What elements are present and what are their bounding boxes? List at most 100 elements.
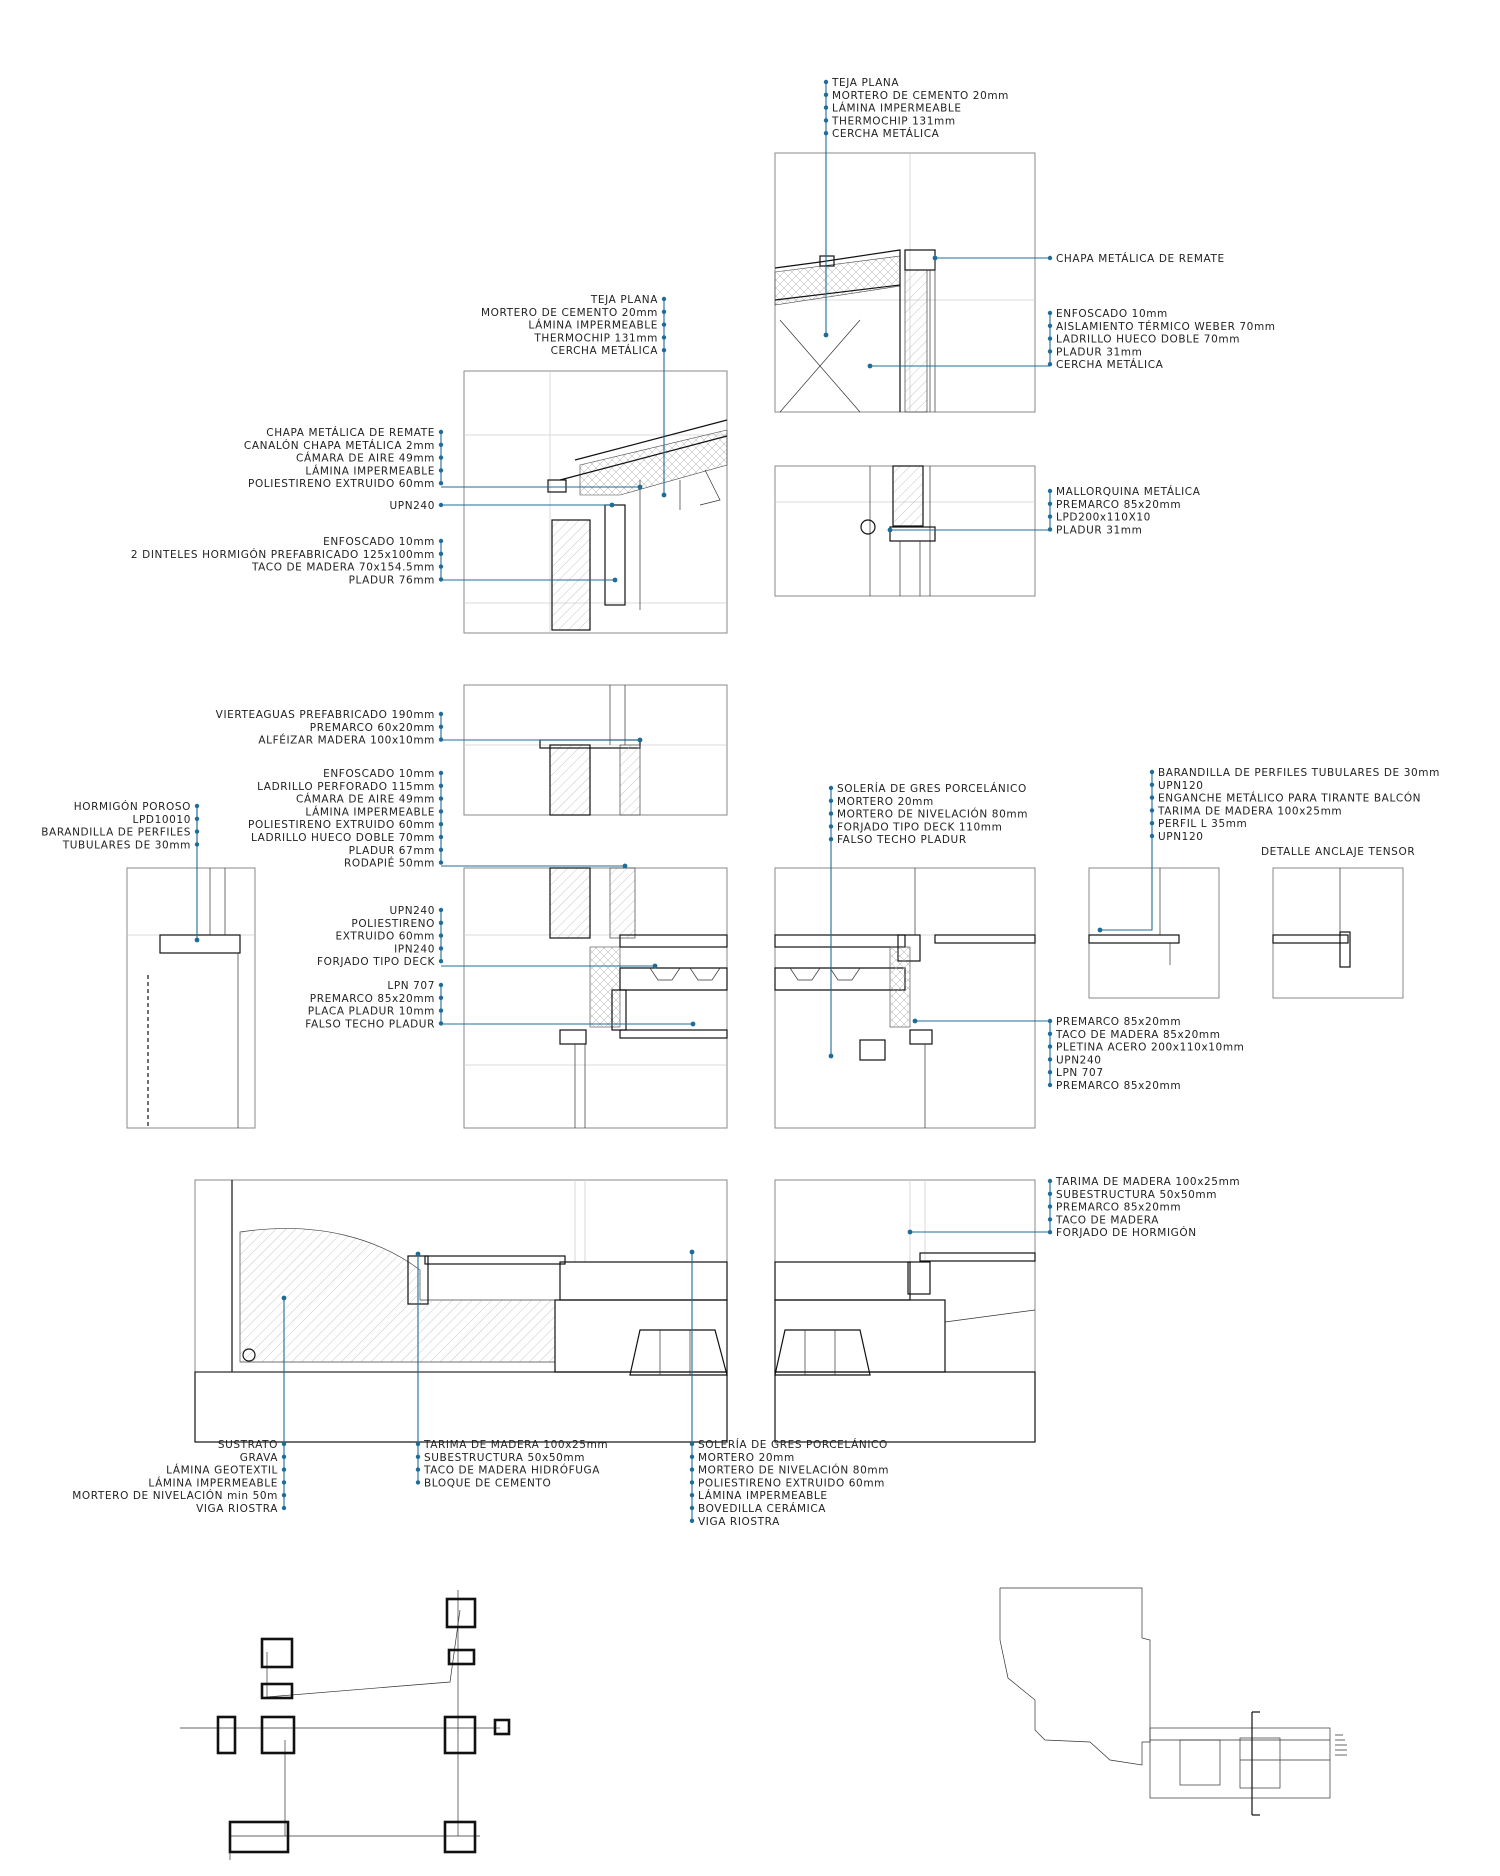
callout-label: UPN120 bbox=[1158, 831, 1204, 843]
callout-label: CERCHA METÁLICA bbox=[832, 127, 940, 140]
callout-target bbox=[932, 255, 938, 261]
callout-target bbox=[689, 1249, 695, 1255]
callout-label: PERFIL L 35mm bbox=[1158, 818, 1247, 830]
callout-target bbox=[622, 863, 628, 869]
detail-roof-ridge bbox=[774, 152, 1036, 413]
callout-target bbox=[823, 332, 829, 338]
detail-parapet bbox=[126, 867, 256, 1129]
callout-label: TACO DE MADERA HIDRÓFUGA bbox=[423, 1464, 600, 1477]
callout-label: 2 DINTELES HORMIGÓN PREFABRICADO 125x100… bbox=[131, 548, 435, 561]
callout-label: HORMIGÓN POROSO bbox=[74, 800, 191, 813]
callout-label: AISLAMIENTO TÉRMICO WEBER 70mm bbox=[1056, 320, 1276, 333]
callout-label: ENFOSCADO 10mm bbox=[323, 768, 435, 780]
callout-label: BOVEDILLA CERÁMICA bbox=[698, 1502, 826, 1515]
callout-label: MORTERO DE NIVELACIÓN min 50m bbox=[72, 1489, 278, 1502]
callout-target bbox=[912, 1018, 918, 1024]
detail-window-head bbox=[774, 465, 1036, 597]
callout-label: PLACA PLADUR 10mm bbox=[308, 1006, 435, 1018]
callout-label: POLIESTIRENO EXTRUIDO 60mm bbox=[248, 478, 435, 490]
callout-label: TACO DE MADERA 70x154.5mm bbox=[251, 562, 435, 574]
callout-label: SUBESTRUCTURA 50x50mm bbox=[1056, 1189, 1217, 1201]
callout-label: LÁMINA IMPERMEABLE bbox=[148, 1476, 278, 1489]
callout-target bbox=[828, 1053, 834, 1059]
callout-label: LPD10010 bbox=[133, 814, 191, 826]
callout-label: TARIMA DE MADERA 100x25mm bbox=[423, 1439, 608, 1451]
callout-target bbox=[1097, 927, 1103, 933]
callout-label: THERMOCHIP 131mm bbox=[831, 115, 956, 127]
callout-label: LÁMINA IMPERMEABLE bbox=[305, 464, 435, 477]
callout-label: EXTRUIDO 60mm bbox=[336, 931, 435, 943]
callout-label: PLETINA ACERO 200x110x10mm bbox=[1056, 1042, 1245, 1054]
detail-balcony bbox=[1088, 867, 1220, 999]
callout-target bbox=[907, 1229, 913, 1235]
callout-label: LÁMINA IMPERMEABLE bbox=[698, 1489, 828, 1502]
callout-label: TARIMA DE MADERA 100x25mm bbox=[1055, 1176, 1240, 1188]
callout-label: BARANDILLA DE PERFILES TUBULARES DE 30mm bbox=[1158, 767, 1440, 779]
callout-label: FORJADO DE HORMIGÓN bbox=[1056, 1226, 1197, 1239]
callout-label: LADRILLO HUECO DOBLE 70mm bbox=[1056, 334, 1240, 346]
callout-bullet bbox=[415, 1480, 421, 1485]
callout-target bbox=[867, 363, 873, 369]
detail-floor-wall bbox=[463, 867, 728, 1129]
callout-label: POLIESTIRENO EXTRUIDO 60mm bbox=[698, 1477, 885, 1489]
callout-target bbox=[637, 737, 643, 743]
callout-label: PLADUR 67mm bbox=[349, 845, 435, 857]
callout-target bbox=[887, 527, 893, 533]
callout-label: LPD200x110X10 bbox=[1056, 512, 1151, 524]
callout-label: UPN120 bbox=[1158, 780, 1204, 792]
callout-target bbox=[652, 963, 658, 969]
callout-label: MALLORQUINA METÁLICA bbox=[1056, 485, 1201, 498]
callout-label: TEJA PLANA bbox=[590, 294, 658, 306]
callout-label: GRAVA bbox=[240, 1452, 278, 1464]
callout-label: PREMARCO 85x20mm bbox=[1056, 1016, 1181, 1028]
callout-target bbox=[194, 937, 200, 943]
callout-label: TACO DE MADERA 85x20mm bbox=[1055, 1029, 1221, 1041]
callout-label: FALSO TECHO PLADUR bbox=[837, 834, 967, 846]
callout-label: ENFOSCADO 10mm bbox=[1056, 308, 1168, 320]
detail-floor-right bbox=[774, 867, 1036, 1129]
detail-anchor-title: DETALLE ANCLAJE TENSOR bbox=[1261, 846, 1415, 858]
callout-eave_upn: UPN240 bbox=[389, 500, 615, 512]
callout-label: LPN 707 bbox=[1056, 1067, 1104, 1079]
callout-label: FALSO TECHO PLADUR bbox=[305, 1018, 435, 1030]
callout-label: TUBULARES DE 30mm bbox=[62, 839, 191, 851]
callout-label: TEJA PLANA bbox=[831, 77, 899, 89]
callout-label: UPN240 bbox=[389, 500, 435, 512]
callout-target bbox=[661, 492, 667, 498]
detail-window-sill bbox=[463, 684, 728, 816]
callout-label: PLADUR 31mm bbox=[1056, 524, 1142, 536]
callout-label: MORTERO DE CEMENTO 20mm bbox=[481, 307, 658, 319]
callout-label: LÁMINA IMPERMEABLE bbox=[528, 319, 658, 332]
callout-label: PREMARCO 85x20mm bbox=[1056, 1202, 1181, 1214]
callout-label: POLIESTIRENO EXTRUIDO 60mm bbox=[248, 819, 435, 831]
callout-label: POLIESTIRENO bbox=[351, 918, 435, 930]
callout-label: ENFOSCADO 10mm bbox=[323, 536, 435, 548]
detail-tensor-anchor bbox=[1272, 867, 1404, 999]
callout-balcony: BARANDILLA DE PERFILES TUBULARES DE 30mm… bbox=[1097, 767, 1440, 933]
callout-label: LÁMINA IMPERMEABLE bbox=[832, 102, 962, 115]
callout-label: IPN240 bbox=[394, 943, 435, 955]
callout-label: SOLERÍA DE GRES PORCELÁNICO bbox=[837, 782, 1027, 795]
key-site-plan bbox=[999, 1587, 1347, 1816]
callout-label: CHAPA METÁLICA DE REMATE bbox=[266, 426, 435, 439]
callout-label: VIGA RIOSTRA bbox=[698, 1516, 780, 1528]
detail-ground-right bbox=[774, 1179, 1036, 1443]
callout-label: CERCHA METÁLICA bbox=[1056, 358, 1164, 371]
callout-label: MORTERO DE CEMENTO 20mm bbox=[832, 90, 1009, 102]
callout-label: SOLERÍA DE GRES PORCELÁNICO bbox=[698, 1438, 888, 1451]
